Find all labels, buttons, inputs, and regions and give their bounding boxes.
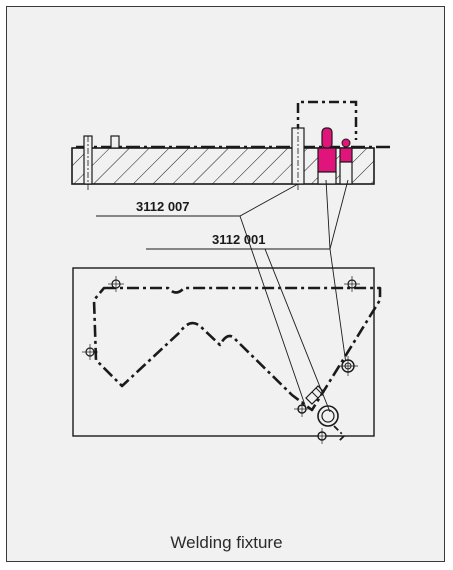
- figure-frame: [6, 6, 445, 562]
- section-view: [71, 100, 390, 413]
- plan-pin-top-right: [344, 276, 360, 292]
- base-plate-plan: [72, 267, 375, 437]
- figure-caption: Welding fixture: [170, 533, 283, 552]
- locating-pin-left-1: [83, 135, 93, 190]
- workpiece-outline-plan: [92, 286, 382, 412]
- plan-pin-left: [82, 344, 98, 360]
- support-bolt: [291, 124, 305, 190]
- plan-view: [72, 267, 382, 444]
- clamp-element: [317, 127, 353, 185]
- workpiece-outline-side: [296, 100, 358, 140]
- locating-pin-left-2: [110, 135, 120, 149]
- plan-pin-top-left: [108, 276, 124, 292]
- plan-pin-right: [338, 356, 358, 376]
- part-label-3112007: 3112 007: [136, 199, 190, 214]
- part-label-3112001: 3112 001: [212, 232, 266, 247]
- leader-lines: [96, 179, 349, 413]
- plan-clamp-assembly: [294, 385, 346, 444]
